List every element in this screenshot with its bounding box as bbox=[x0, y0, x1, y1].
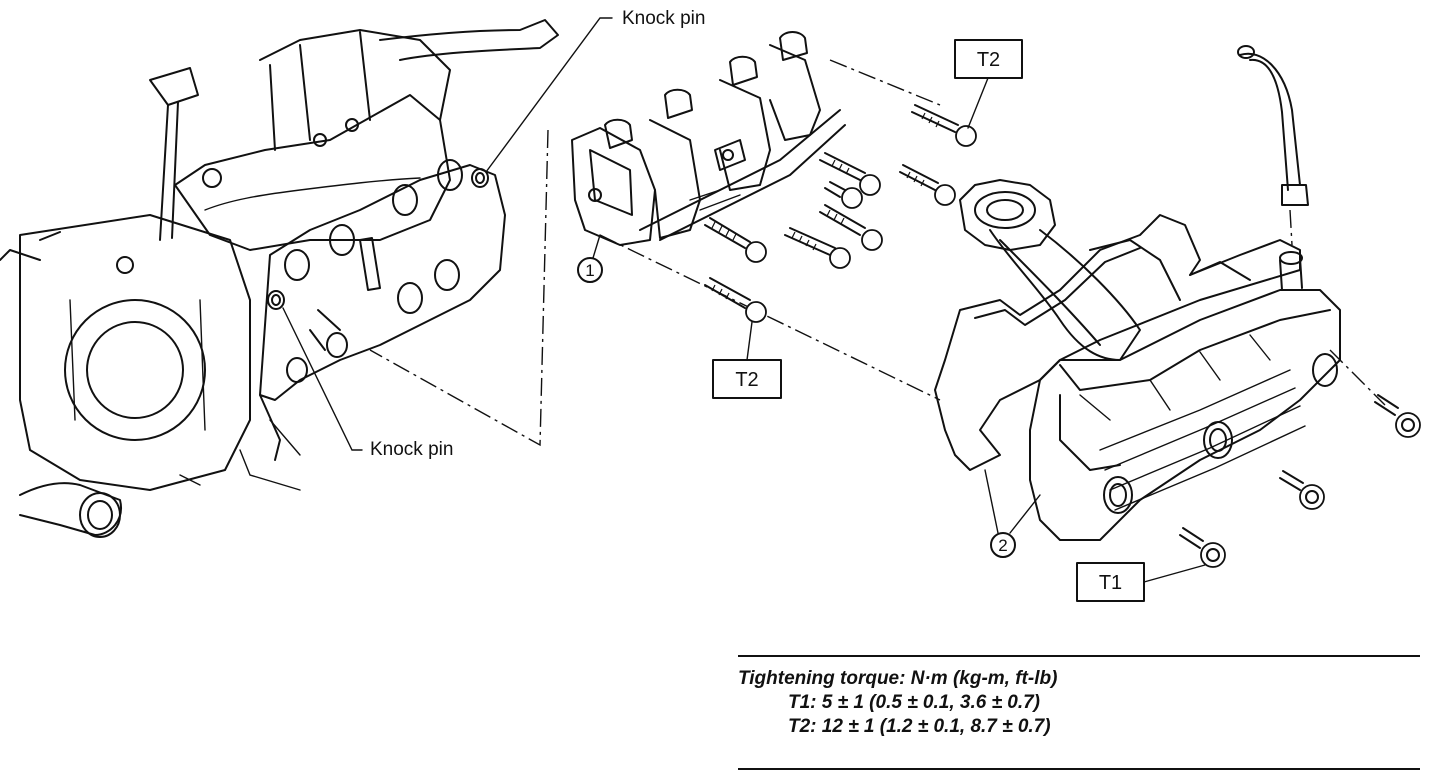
part-1-marker bbox=[577, 257, 603, 283]
tightening-torque-note: Tightening torque: N·m (kg-m, ft-lb) T1:… bbox=[738, 655, 1420, 770]
part-1-number: 1 bbox=[585, 261, 594, 280]
part-2-number: 2 bbox=[998, 536, 1007, 555]
part-1-leader bbox=[592, 234, 601, 259]
torque-heading: Tightening torque: N·m (kg-m, ft-lb) bbox=[738, 668, 1058, 689]
rocker-bolts bbox=[704, 104, 977, 323]
knock-pin-bottom-label: Knock pin bbox=[370, 439, 453, 460]
rocker-arm-assembly bbox=[571, 31, 846, 246]
alignment-line-hose bbox=[1289, 209, 1293, 246]
torque-t1: T1: 5 ± 1 (0.5 ± 0.1, 3.6 ± 0.7) bbox=[788, 692, 1041, 713]
breather-hose bbox=[1237, 45, 1309, 206]
torque-t2: T2: 12 ± 1 (1.2 ± 0.1, 8.7 ± 0.7) bbox=[788, 716, 1051, 737]
part-2-leader-a bbox=[984, 469, 999, 534]
alignment-line-block bbox=[369, 129, 549, 447]
svg-text:T2: T2 bbox=[977, 49, 1000, 71]
alignment-line-bolt-right bbox=[1329, 349, 1386, 406]
cover-bolts bbox=[1179, 394, 1421, 568]
callout-t1: T1 bbox=[1076, 562, 1206, 602]
knock-pin-top bbox=[471, 168, 489, 188]
knock-pin-top-label: Knock pin bbox=[622, 8, 705, 29]
knock-pin-bottom bbox=[267, 290, 285, 310]
callout-t2-top: T2 bbox=[954, 39, 1023, 129]
engine-block bbox=[0, 19, 559, 538]
alignment-line-upper bbox=[829, 59, 941, 106]
svg-text:T2: T2 bbox=[735, 369, 758, 391]
valve-cover bbox=[934, 179, 1341, 541]
alignment-line-lower bbox=[599, 234, 941, 401]
part-2-marker bbox=[990, 532, 1016, 558]
knock-pin-top-leader bbox=[485, 17, 613, 173]
knock-pin-bottom-leader bbox=[282, 307, 363, 451]
callout-t2-middle: T2 bbox=[712, 321, 782, 399]
svg-text:T1: T1 bbox=[1099, 572, 1122, 594]
part-2-leader-b bbox=[1009, 494, 1041, 534]
